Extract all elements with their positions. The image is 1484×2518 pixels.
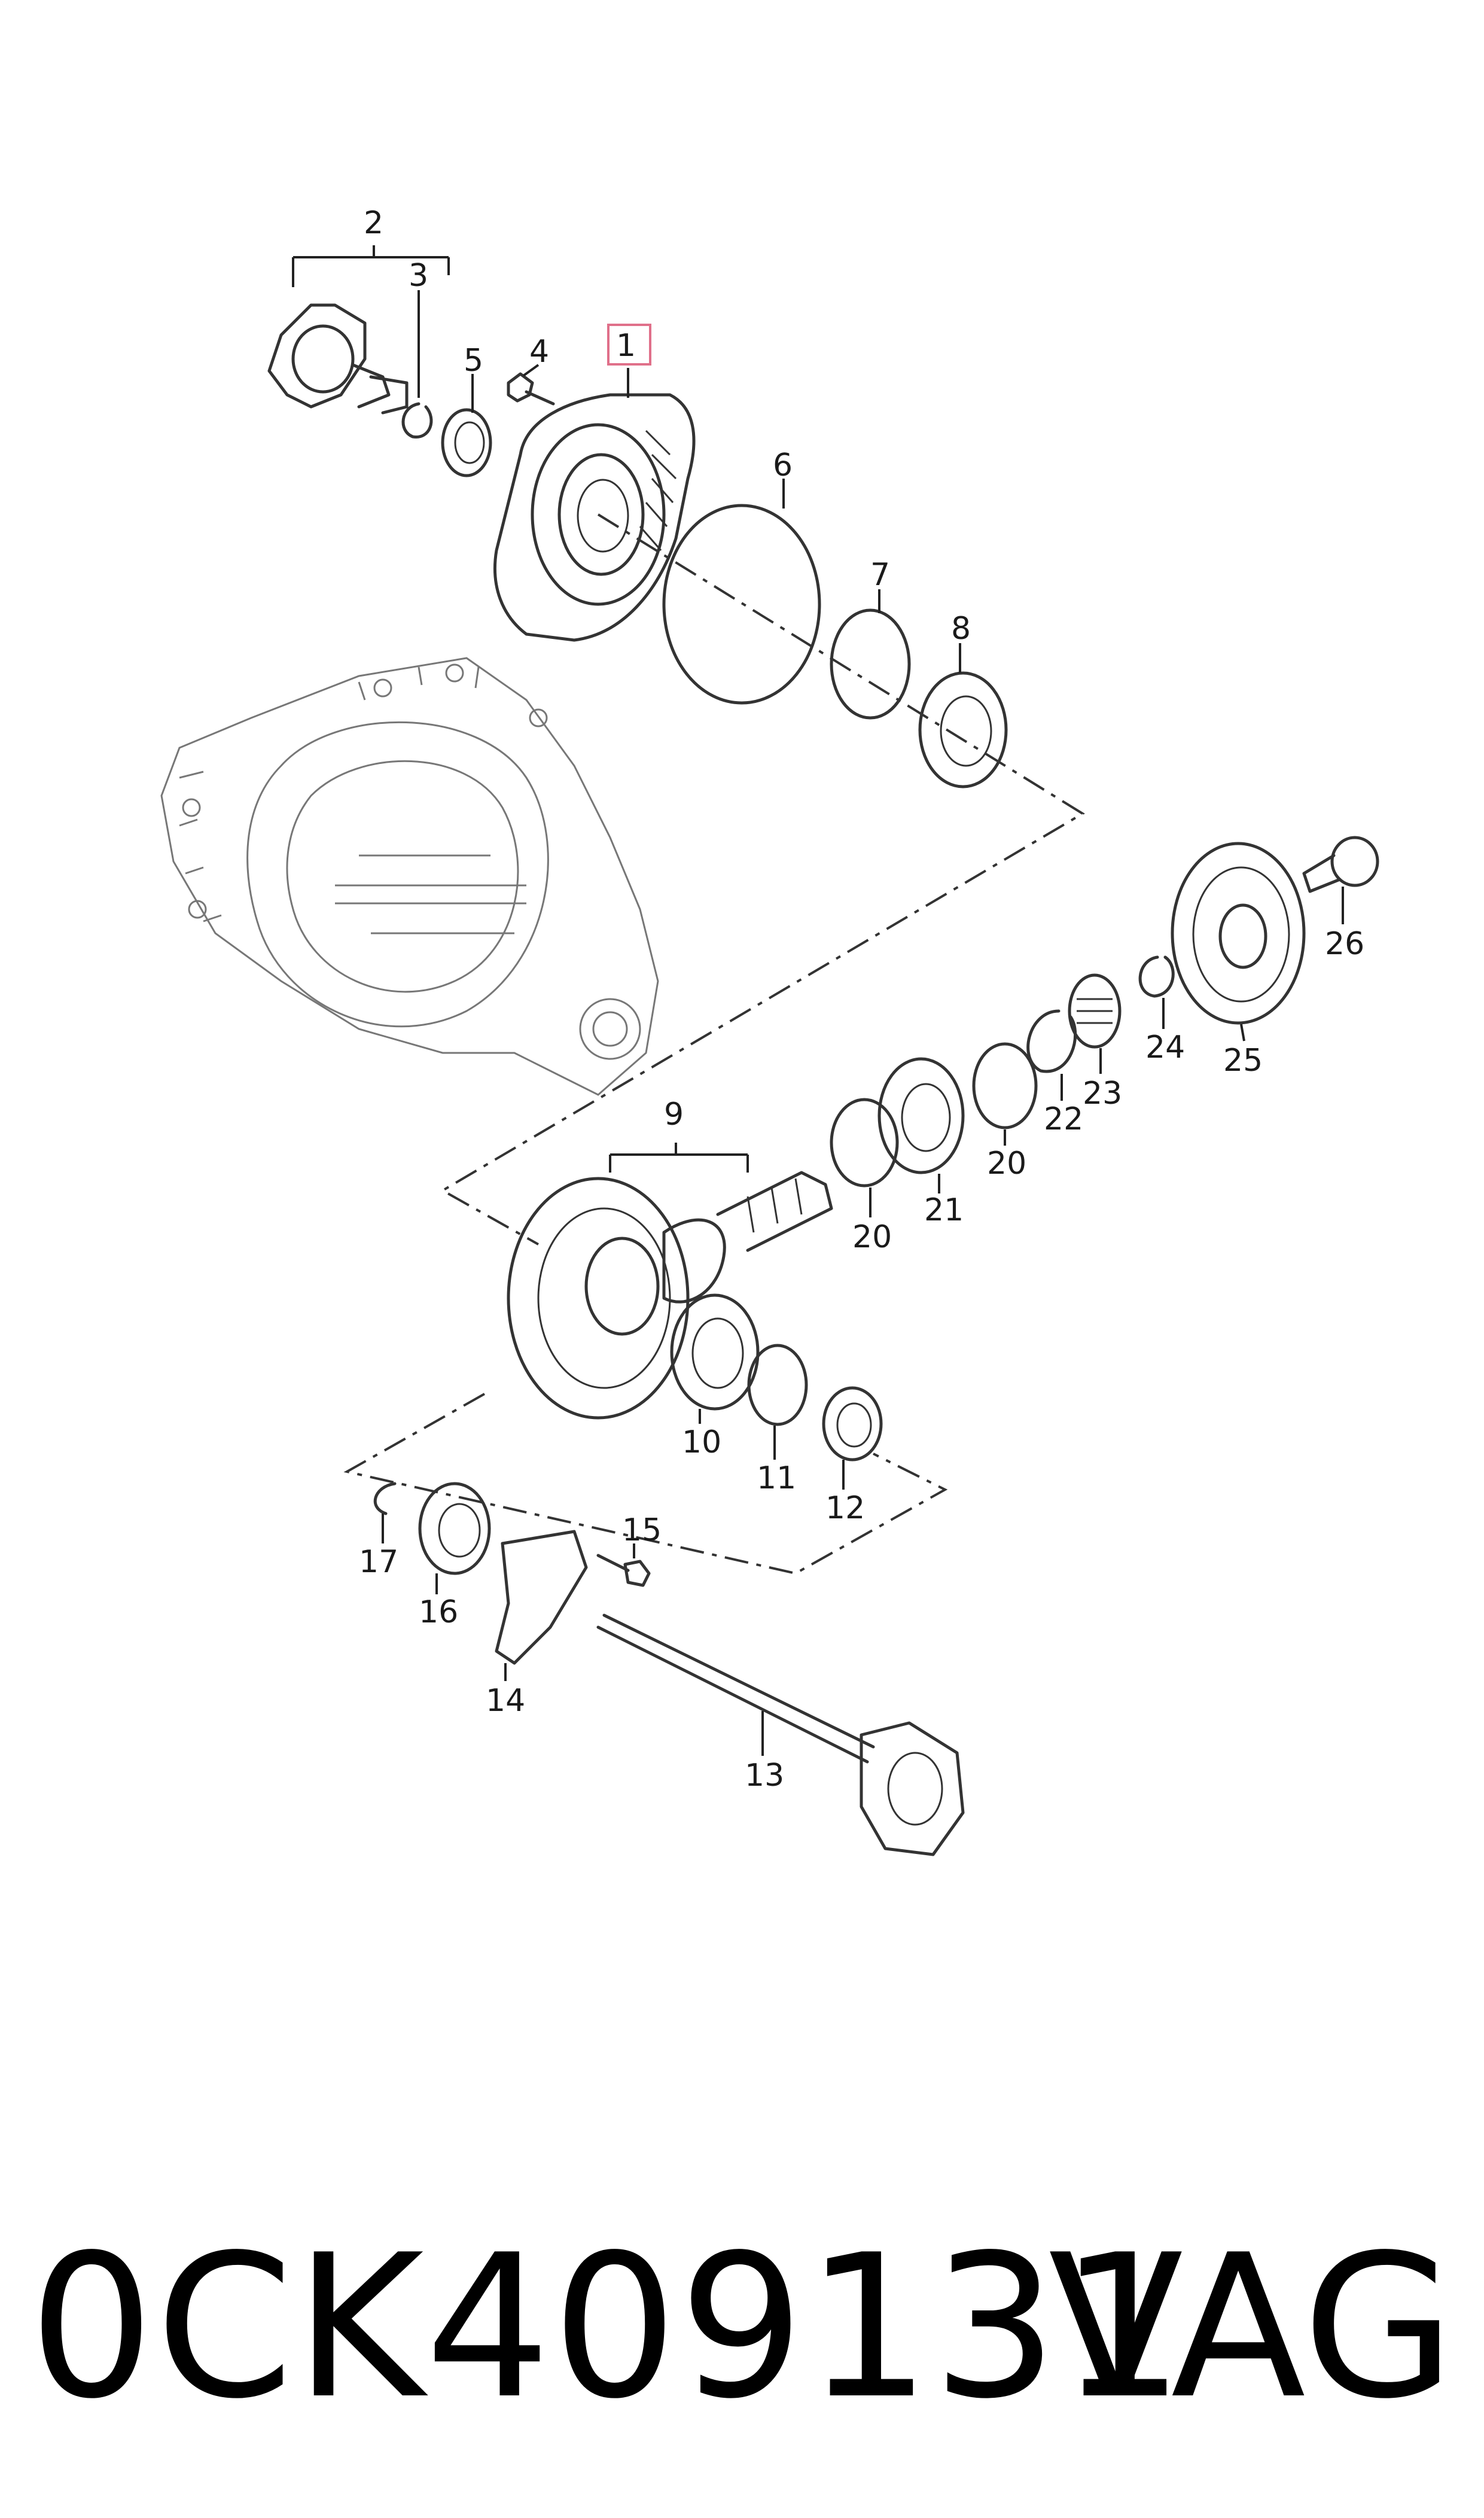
shim-upper-left [830,1098,899,1188]
o-ring-large [662,504,821,705]
o-ring-small [830,608,911,720]
drive-shaft [596,1613,965,1856]
callout-23[interactable]: 23 [1083,1076,1122,1112]
assembly-axis-lower [343,1393,948,1575]
callout-24[interactable]: 24 [1145,1030,1185,1065]
callout-14[interactable]: 14 [486,1683,525,1719]
taper-bearing-outer [918,671,1008,788]
callout-13[interactable]: 13 [745,1758,784,1794]
callout-4[interactable]: 4 [529,334,549,370]
callout-26[interactable]: 26 [1325,926,1364,962]
shaft-seal [441,408,492,477]
callout-7[interactable]: 7 [870,557,890,593]
circlip [401,402,433,439]
callout-10[interactable]: 10 [682,1424,721,1460]
transmission-housing [160,657,659,1096]
callout-3[interactable]: 3 [409,258,428,294]
part-number: 0CK409131 [29,2212,1186,2442]
callout-1[interactable]: 1 [616,328,636,364]
callout-16[interactable]: 16 [419,1594,458,1630]
assembly-axis-upper [440,513,1085,1246]
transmission-cover [493,393,696,642]
drive-gear [1171,842,1306,1025]
circlip-small [1138,955,1175,998]
callout-9[interactable]: 9 [664,1097,684,1132]
differential-assembly [507,1171,833,1420]
callout-25[interactable]: 25 [1223,1043,1263,1079]
callout-labels: 1 2 3 4 5 6 7 8 9 10 11 12 13 14 15 16 1… [359,205,1364,1794]
o-ring-lower [747,1344,808,1426]
taper-bearing-lower [670,1293,760,1411]
callout-12[interactable]: 12 [825,1490,865,1526]
callout-2[interactable]: 2 [364,205,383,241]
leader-lines [292,245,1344,1756]
callout-5[interactable]: 5 [464,343,483,379]
circlip-gear [1026,1009,1077,1073]
brand-name: VAG [1048,2212,1455,2442]
synchro-sleeve [1068,973,1122,1049]
seal-lower [822,1386,883,1462]
callout-15[interactable]: 15 [622,1512,662,1548]
bolt [507,372,555,406]
exploded-parts-diagram: 1 2 3 4 5 6 7 8 9 10 11 12 13 14 15 16 1… [160,205,1379,1856]
shim-upper-right [972,1042,1038,1129]
callout-21[interactable]: 21 [924,1192,964,1228]
bearing-lower [418,1482,491,1575]
bracket [495,1530,588,1665]
callout-20-right[interactable]: 20 [987,1146,1026,1182]
bolt-lower [596,1554,651,1587]
circlip-lower [373,1482,397,1515]
callout-6[interactable]: 6 [773,447,793,483]
callout-11[interactable]: 11 [757,1460,796,1496]
callout-8[interactable]: 8 [951,611,971,647]
taper-bearing-inner [877,1057,965,1174]
flange-shaft [267,303,409,415]
callout-17[interactable]: 17 [359,1544,398,1580]
callout-22[interactable]: 22 [1044,1101,1083,1137]
highlight-box [607,324,651,366]
callout-20-left[interactable]: 20 [852,1219,892,1255]
shaft-stub [1302,836,1379,893]
